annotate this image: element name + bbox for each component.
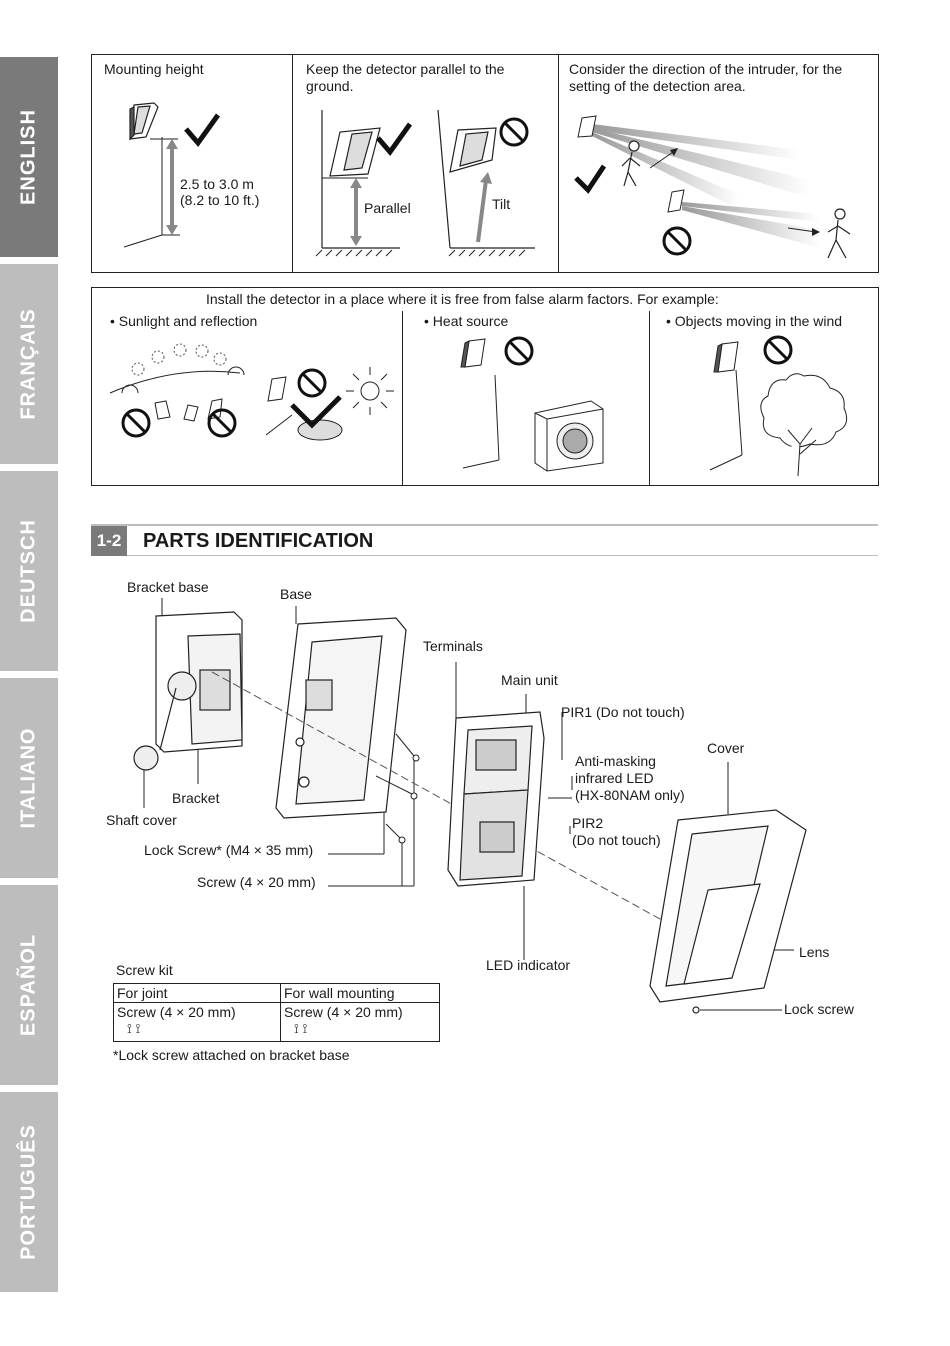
table-cell: Screw (4 × 20 mm) ⟟ ⟟ (113, 1002, 281, 1042)
wind-illustration (709, 335, 848, 477)
section-rule (91, 524, 878, 526)
sunlight-illustration (109, 343, 394, 441)
height-value: 2.5 to 3.0 m (180, 176, 254, 192)
table-divider (292, 54, 293, 273)
main-unit-part (447, 711, 545, 887)
false-alarm-table (91, 287, 879, 486)
table-divider (402, 311, 403, 486)
prohibited-icon (297, 368, 327, 398)
screw-kit-title: Screw kit (116, 962, 173, 978)
sun-icon (346, 367, 394, 415)
section-title: PARTS IDENTIFICATION (143, 530, 374, 552)
sunlight-label: • Sunlight and reflection (110, 313, 258, 329)
false-alarm-heading: Install the detector in a place where it… (206, 291, 719, 307)
mounting-height-title: Mounting height (104, 61, 204, 77)
prohibited-icon (662, 226, 692, 256)
table-cell: For joint (113, 983, 281, 1003)
check-icon (376, 122, 413, 157)
mounting-guidelines-table (91, 54, 879, 273)
screw-icon: ⟟ ⟟ (294, 1021, 308, 1036)
prohibited-icon (763, 335, 793, 365)
section-number: 1-2 (91, 526, 127, 556)
screw-kit-table: For joint For wall mounting Screw (4 × 2… (113, 983, 440, 1042)
parallel-illustration (315, 109, 535, 257)
label-screw: Screw (4 × 20 mm) (197, 874, 316, 890)
label-pir1: PIR1 (Do not touch) (561, 704, 685, 720)
screw-icon (375, 733, 420, 844)
check-icon (184, 113, 221, 148)
prohibited-icon (499, 117, 529, 147)
label-lock-screw: Lock screw (784, 1001, 855, 1017)
intruder-direction-title: Consider the direction of the intruder, … (569, 61, 843, 94)
tab-deutsch[interactable]: DEUTSCH (0, 471, 58, 671)
bracket-base-part (133, 611, 243, 771)
check-icon (290, 395, 342, 429)
screw-kit-footnote: *Lock screw attached on bracket base (113, 1047, 350, 1063)
parts-exploded-diagram (133, 598, 807, 1014)
parallel-label: Parallel (364, 200, 411, 216)
label-pir2: PIR2 (572, 815, 604, 831)
table-divider (649, 311, 650, 486)
tilt-label: Tilt (492, 196, 511, 212)
tab-english[interactable]: ENGLISH (0, 57, 58, 257)
mounting-height-illustration (123, 102, 221, 248)
label-pir2: (Do not touch) (572, 832, 661, 848)
label-terminals: Terminals (423, 638, 483, 654)
intruder-direction-illustration (574, 115, 851, 259)
label-main-unit: Main unit (501, 672, 558, 688)
base-part (275, 617, 407, 819)
screw-size: Screw (4 × 20 mm) (117, 1004, 236, 1020)
label-shaft-cover: Shaft cover (106, 812, 177, 828)
label-anti-masking: (HX-80NAM only) (575, 787, 685, 803)
label-anti-masking: infrared LED (575, 770, 654, 786)
table-cell: For wall mounting (280, 983, 440, 1003)
label-led-indicator: LED indicator (486, 957, 571, 973)
heat-source-illustration (460, 336, 604, 472)
prohibited-icon (207, 408, 237, 438)
label-cover: Cover (707, 740, 745, 756)
label-base: Base (280, 586, 312, 602)
tab-espanol[interactable]: ESPAÑOL (0, 885, 58, 1085)
heat-source-label: • Heat source (424, 313, 509, 329)
check-icon (574, 164, 607, 194)
wind-label: • Objects moving in the wind (666, 313, 843, 329)
tab-italiano[interactable]: ITALIANO (0, 678, 58, 878)
prohibited-icon (121, 408, 151, 438)
section-rule (91, 555, 878, 556)
tree-icon (760, 373, 848, 477)
screw-icon: ⟟ ⟟ (127, 1021, 141, 1036)
intruder-figure (621, 140, 641, 187)
label-bracket: Bracket (172, 790, 220, 806)
screw-size: Screw (4 × 20 mm) (284, 1004, 403, 1020)
intruder-figure (827, 208, 851, 259)
detector-icon (129, 102, 159, 141)
table-cell: Screw (4 × 20 mm) ⟟ ⟟ (280, 1002, 440, 1042)
parallel-title: Keep the detector parallel to the ground… (306, 61, 505, 94)
cover-part (649, 809, 807, 1014)
label-lens: Lens (799, 944, 830, 960)
height-value-ft: (8.2 to 10 ft.) (180, 192, 260, 208)
label-bracket-base: Bracket base (127, 579, 209, 595)
tab-francais[interactable]: FRANÇAIS (0, 264, 58, 464)
prohibited-icon (504, 336, 534, 366)
label-lock-screw-m4: Lock Screw* (M4 × 35 mm) (144, 842, 314, 858)
air-conditioner-icon (534, 400, 604, 472)
label-anti-masking: Anti-masking (575, 753, 656, 769)
tab-portugues[interactable]: PORTUGUÊS (0, 1092, 58, 1292)
table-divider (558, 54, 559, 273)
